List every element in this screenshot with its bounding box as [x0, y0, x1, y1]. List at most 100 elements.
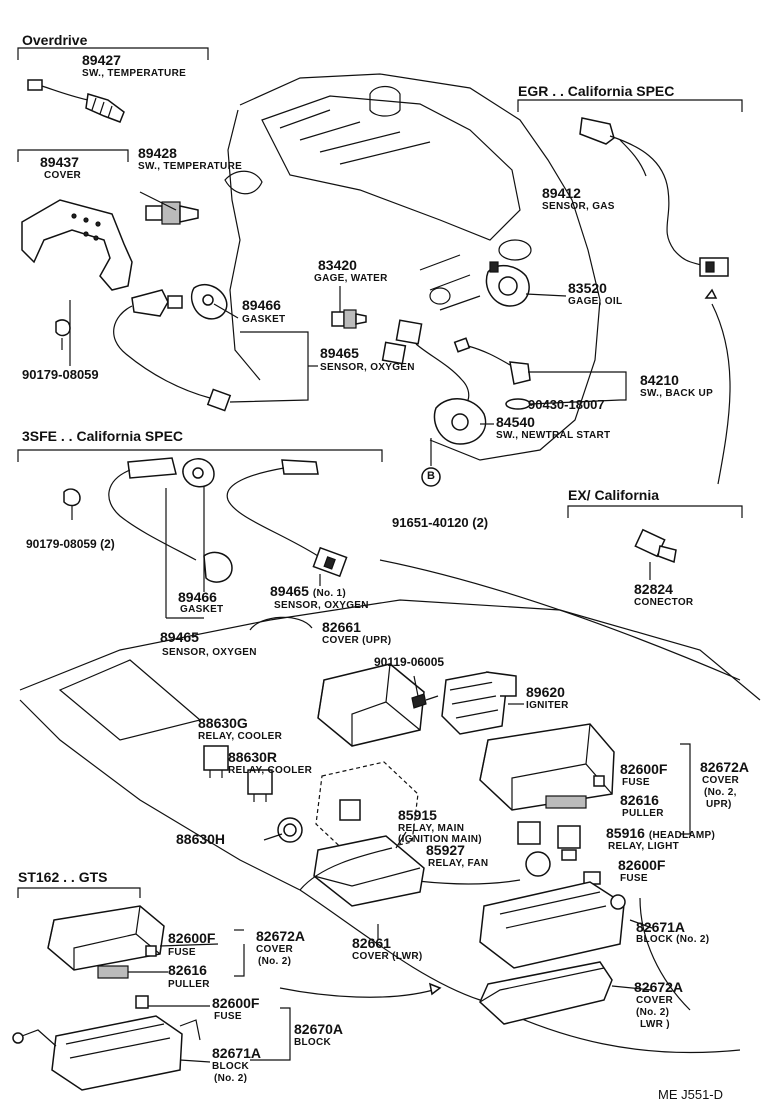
part-name-82824: CONECTOR: [634, 597, 694, 608]
section-brackets: [17, 47, 743, 898]
part-name-84540: SW., NEWTRAL START: [496, 430, 611, 441]
section-title-st162: ST162 . . GTS: [18, 869, 108, 885]
part-number-85916-number: 85916: [606, 825, 645, 841]
section-title-egr: EGR . . California SPEC: [518, 83, 675, 99]
part-number-89465-no1-suffix: (No. 1): [312, 588, 347, 599]
part-number-82671a-right: 82671A: [636, 919, 686, 935]
part-name-82672a-upper-line3: UPR): [706, 799, 732, 810]
engine-outline: [224, 73, 601, 461]
leader-lines: [69, 191, 653, 1063]
part-name-82600f-middle: FUSE: [620, 873, 648, 884]
part-name-82671a-bottom-line2: (No. 2): [214, 1073, 248, 1084]
part-name-89466-lower: GASKET: [180, 604, 224, 615]
part-name-88630g: RELAY, COOLER: [198, 731, 283, 742]
part-name-82600f-upper: FUSE: [622, 777, 650, 788]
part-name-85915-line2: (IGNITION MAIN): [398, 834, 482, 845]
part-number-82661-upper: 82661: [322, 619, 361, 635]
part-number-89620: 89620: [526, 684, 565, 700]
part-name-82616-st162: PULLER: [168, 979, 210, 990]
part-name-82671a-bottom: BLOCK: [212, 1061, 250, 1072]
part-number-88630r: 88630R: [228, 749, 278, 765]
relays-cooler: [203, 745, 303, 843]
diagram-code: ME J551-D: [658, 1087, 724, 1102]
part-name-85916: RELAY, LIGHT: [608, 841, 680, 852]
part-name-82672a-upper-line2: (No. 2,: [704, 787, 737, 798]
part-name-85927: RELAY, FAN: [428, 858, 489, 869]
part-name-89412: SENSOR, GAS: [542, 201, 615, 212]
part-name-83520: GAGE, OIL: [568, 296, 623, 307]
section-title-overdrive: Overdrive: [22, 32, 88, 48]
part-number-89427: 89427: [82, 52, 121, 68]
cover-82661-upper: [317, 663, 425, 747]
part-name-89427: SW., TEMPERATURE: [82, 68, 187, 79]
part-name-82672a-st162-line2: (No. 2): [258, 956, 292, 967]
part-name-82672a-lower-line2: (No. 2): [636, 1007, 670, 1018]
arrow-ex-to-egr: [704, 288, 731, 485]
part-number-84540: 84540: [496, 414, 535, 430]
part-number-89465-lower: 89465: [160, 629, 199, 645]
callout-b-letter: B: [427, 470, 435, 482]
gas-sensor-89412: [579, 117, 729, 277]
clip-90179-pair: [63, 488, 81, 520]
part-name-89620: IGNITER: [526, 700, 569, 711]
part-number-82824: 82824: [634, 581, 673, 597]
part-number-89437: 89437: [40, 154, 79, 170]
part-number-82671a-bottom: 82671A: [212, 1045, 262, 1061]
part-number-83520: 83520: [568, 280, 607, 296]
part-number-83420: 83420: [318, 257, 357, 273]
part-number-82600f-st162: 82600F: [168, 930, 216, 946]
part-name-82616-upper: PULLER: [622, 808, 664, 819]
bolt-90119: [411, 693, 439, 709]
part-number-89466-upper: 89466: [242, 297, 281, 313]
part-name-89428: SW., TEMPERATURE: [138, 161, 243, 172]
part-name-82672a-lower: COVER: [636, 995, 674, 1006]
temperature-switch-89427: [27, 79, 125, 123]
part-number-91651-40120: 91651-40120 (2): [392, 515, 489, 530]
part-number-90119-06005: 90119-06005: [374, 655, 445, 669]
part-number-89428: 89428: [138, 145, 177, 161]
st162-fuse-parts: [12, 905, 201, 1091]
part-number-89465-no1: 89465 (No. 1): [270, 584, 346, 599]
part-number-85915: 85915: [398, 807, 437, 823]
part-number-89465-no1-number: 89465: [270, 583, 309, 599]
part-number-82616-upper: 82616: [620, 792, 659, 808]
part-number-82670a: 82670A: [294, 1021, 344, 1037]
part-name-82600f-st162: FUSE: [168, 947, 196, 958]
part-name-88630r: RELAY, COOLER: [228, 765, 313, 776]
part-number-82600f-bottom: 82600F: [212, 995, 260, 1011]
part-name-82661-upper: COVER (UPR): [322, 635, 392, 646]
part-number-89412: 89412: [542, 185, 581, 201]
relay-block-center: [313, 761, 425, 907]
part-name-85915: RELAY, MAIN: [398, 823, 465, 834]
part-number-82672a-st162: 82672A: [256, 928, 306, 944]
part-name-82672a-upper: COVER: [702, 775, 740, 786]
part-number-89465-upper: 89465: [320, 345, 359, 361]
backup-switch-84210: [453, 337, 531, 410]
fuse-block-82671a: [479, 881, 626, 1025]
part-name-83420: GAGE, WATER: [314, 273, 388, 284]
cover-89437: [21, 199, 133, 291]
part-name-82672a-lower-line3: LWR ): [640, 1019, 670, 1030]
fuse-block-cover-82672a-upper: [479, 723, 691, 835]
part-name-82672a-st162: COVER: [256, 944, 294, 955]
part-name-82671a-right: BLOCK (No. 2): [636, 934, 710, 945]
section-title-3sfe: 3SFE . . California SPEC: [22, 428, 184, 444]
part-number-85916: 85916 (HEADLAMP): [606, 826, 715, 841]
part-number-90179-08059: 90179-08059: [22, 367, 99, 382]
oil-gage-83520: [485, 261, 530, 307]
part-number-88630g: 88630G: [198, 715, 248, 731]
part-name-89437: COVER: [44, 170, 82, 181]
temperature-switch-89428: [145, 201, 199, 225]
part-number-82672a-upper: 82672A: [700, 759, 750, 775]
part-number-85916-suffix: (HEADLAMP): [648, 830, 716, 841]
part-number-82616-st162: 82616: [168, 962, 207, 978]
part-number-82600f-middle: 82600F: [618, 857, 666, 873]
part-number-90179-08059-pair: 90179-08059 (2): [26, 537, 115, 551]
part-name-89466-upper: GASKET: [242, 314, 286, 325]
part-number-90430-18007: 90430-18007: [528, 397, 605, 412]
part-name-82661-lower: COVER (LWR): [352, 951, 423, 962]
part-number-84210: 84210: [640, 372, 679, 388]
callout-b: [421, 438, 441, 487]
